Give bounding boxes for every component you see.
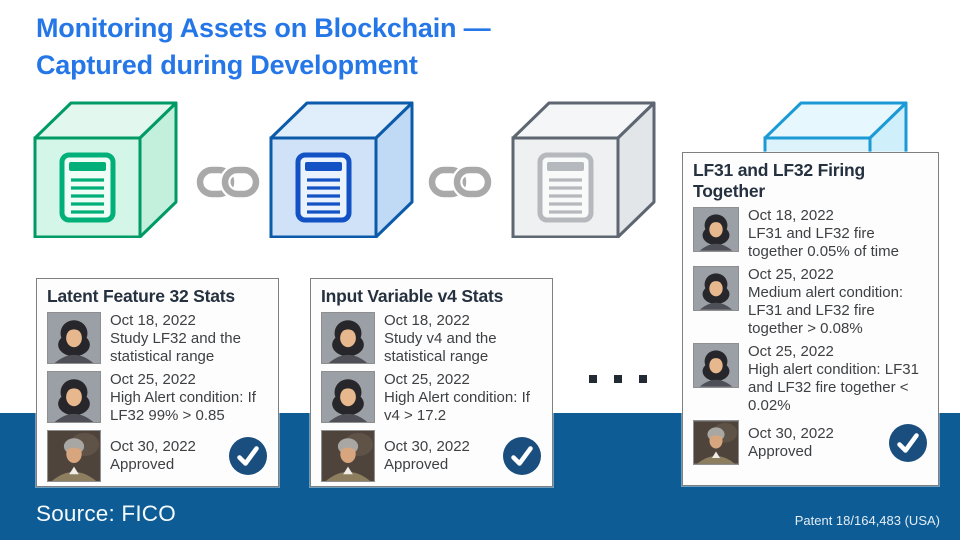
woman-photo bbox=[693, 343, 739, 388]
entry-text: Oct 18, 2022 LF31 and LF32 fire together… bbox=[748, 207, 928, 261]
blockchain-cube-green bbox=[33, 101, 178, 238]
entry-text: Oct 18, 2022 Study LF32 and the statisti… bbox=[110, 312, 268, 366]
entry-date: Oct 18, 2022 bbox=[110, 312, 196, 329]
entry-desc: Study LF32 and the statistical range bbox=[110, 330, 241, 365]
timeline-entry-approved: Oct 30, 2022 Approved bbox=[47, 430, 268, 482]
source-label: Source: FICO bbox=[36, 501, 176, 526]
entry-text: Oct 25, 2022 High Alert condition: If v4… bbox=[384, 371, 542, 425]
entry-text: Oct 25, 2022 High alert condition: LF31 … bbox=[748, 343, 928, 415]
timeline-entry: Oct 25, 2022 High alert condition: LF31 … bbox=[693, 343, 928, 415]
entry-date: Oct 30, 2022 bbox=[748, 424, 834, 442]
page-title-line2: Captured during Development bbox=[36, 50, 418, 80]
entry-date: Oct 25, 2022 bbox=[110, 371, 196, 388]
entry-text: Oct 30, 2022 Approved bbox=[110, 438, 196, 474]
document-icon bbox=[59, 152, 116, 223]
entry-text: Oct 25, 2022 Medium alert condition: LF3… bbox=[748, 266, 928, 338]
woman-photo bbox=[693, 266, 739, 311]
timeline-entry: Oct 18, 2022 LF31 and LF32 fire together… bbox=[693, 207, 928, 261]
timeline-entry: Oct 25, 2022 High Alert condition: If LF… bbox=[47, 371, 268, 425]
woman-photo bbox=[693, 207, 739, 252]
man-photo bbox=[47, 430, 101, 482]
blockchain-cube-blue bbox=[269, 101, 414, 238]
timeline-card-latent-feature-32: Latent Feature 32 Stats Oct 18, 2022 Stu… bbox=[36, 278, 279, 487]
entry-date: Oct 18, 2022 bbox=[748, 207, 834, 224]
entry-date: Oct 18, 2022 bbox=[384, 312, 470, 329]
document-icon bbox=[537, 152, 594, 223]
woman-photo bbox=[321, 371, 375, 423]
entry-date: Oct 25, 2022 bbox=[748, 266, 834, 283]
timeline-card-lf31-lf32: LF31 and LF32 Firing Together Oct 18, 20… bbox=[682, 152, 939, 486]
timeline-entry-approved: Oct 30, 2022 Approved bbox=[693, 420, 928, 465]
ellipsis-dot bbox=[614, 375, 622, 383]
entry-date: Oct 30, 2022 bbox=[384, 438, 470, 455]
entry-desc: High Alert condition: If LF32 99% > 0.85 bbox=[110, 389, 256, 424]
timeline-entry: Oct 18, 2022 Study v4 and the statistica… bbox=[321, 312, 542, 366]
patent-label: Patent 18/164,483 (USA) bbox=[794, 513, 940, 528]
woman-photo bbox=[321, 312, 375, 364]
card-title: LF31 and LF32 Firing Together bbox=[693, 160, 865, 201]
entry-text: Oct 18, 2022 Study v4 and the statistica… bbox=[384, 312, 542, 366]
card-title: Input Variable v4 Stats bbox=[321, 286, 504, 306]
woman-photo bbox=[47, 371, 101, 423]
entry-desc: High Alert condition: If v4 > 17.2 bbox=[384, 389, 530, 424]
entry-date: Oct 25, 2022 bbox=[384, 371, 470, 388]
chain-link-icon bbox=[428, 164, 492, 200]
entry-date: Oct 25, 2022 bbox=[748, 343, 834, 360]
man-photo bbox=[693, 420, 739, 465]
entry-desc: Medium alert condition: LF31 and LF32 fi… bbox=[748, 284, 904, 337]
blockchain-cube-gray bbox=[511, 101, 656, 238]
entry-text: Oct 30, 2022 Approved bbox=[384, 438, 470, 474]
document-icon bbox=[295, 152, 352, 223]
ellipsis-dots bbox=[589, 375, 647, 383]
entry-date: Oct 30, 2022 bbox=[110, 438, 196, 455]
entry-desc: Approved bbox=[748, 442, 813, 460]
entry-desc: LF31 and LF32 fire together 0.05% of tim… bbox=[748, 225, 899, 260]
approved-check-icon bbox=[889, 423, 927, 462]
entry-desc: Approved bbox=[384, 456, 449, 473]
entry-desc: Approved bbox=[110, 456, 175, 473]
chain-link-icon bbox=[196, 164, 260, 200]
timeline-entry: Oct 25, 2022 Medium alert condition: LF3… bbox=[693, 266, 928, 338]
card-title: Latent Feature 32 Stats bbox=[47, 286, 235, 306]
entry-desc: High alert condition: LF31 and LF32 fire… bbox=[748, 361, 919, 414]
entry-desc: Study v4 and the statistical range bbox=[384, 330, 497, 365]
approved-check-icon bbox=[503, 437, 541, 475]
ellipsis-dot bbox=[639, 375, 647, 383]
page-title-line1: Monitoring Assets on Blockchain — bbox=[36, 13, 491, 43]
timeline-entry-approved: Oct 30, 2022 Approved bbox=[321, 430, 542, 482]
woman-photo bbox=[47, 312, 101, 364]
timeline-card-input-variable-v4: Input Variable v4 Stats Oct 18, 2022 Stu… bbox=[310, 278, 553, 487]
ellipsis-dot bbox=[589, 375, 597, 383]
timeline-entry: Oct 25, 2022 High Alert condition: If v4… bbox=[321, 371, 542, 425]
man-photo bbox=[321, 430, 375, 482]
timeline-entry: Oct 18, 2022 Study LF32 and the statisti… bbox=[47, 312, 268, 366]
page-title: Monitoring Assets on Blockchain — Captur… bbox=[36, 10, 576, 84]
approved-check-icon bbox=[229, 437, 267, 475]
entry-text: Oct 25, 2022 High Alert condition: If LF… bbox=[110, 371, 268, 425]
entry-text: Oct 30, 2022 Approved bbox=[748, 425, 834, 461]
